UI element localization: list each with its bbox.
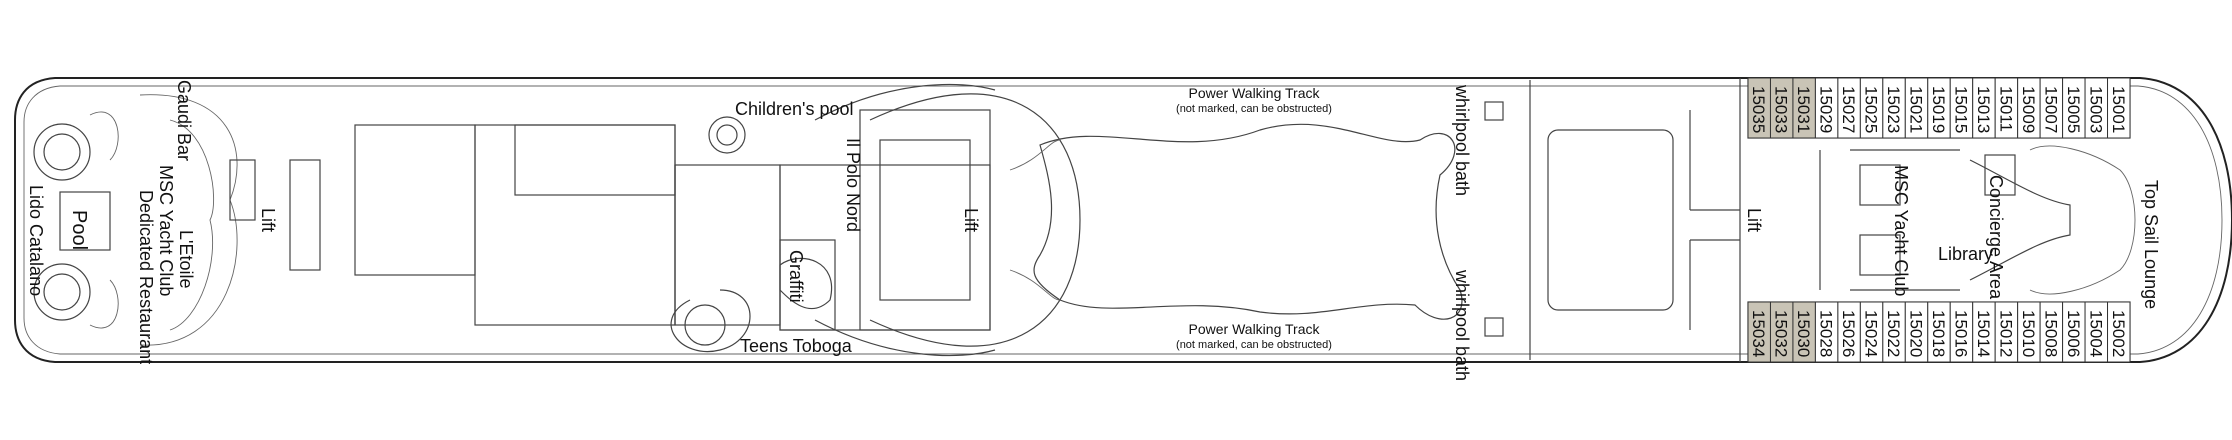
forward-deck — [1529, 78, 1741, 362]
msc-yacht-club-label: MSC Yacht Club — [156, 165, 176, 296]
cabin-number: 15027 — [1839, 86, 1858, 133]
cabin-number: 15030 — [1794, 310, 1813, 357]
cabin-cell — [2107, 77, 2131, 139]
power-walking-track — [1033, 123, 1463, 320]
cabin-number: 15007 — [2041, 86, 2060, 133]
cabin-number: 15016 — [1951, 310, 1970, 357]
pool-box — [59, 191, 111, 251]
cabin-number: 15026 — [1839, 310, 1858, 357]
cabin-number: 15031 — [1794, 86, 1813, 133]
cabin-number: 15013 — [1974, 86, 1993, 133]
cabin-number: 15010 — [2019, 310, 2038, 357]
library-label: Library — [1938, 244, 1993, 264]
cabin-number: 15001 — [2109, 86, 2128, 133]
cabin-number: 15032 — [1772, 310, 1791, 357]
cabin-number: 15008 — [2041, 310, 2060, 357]
power-walking-track-bottom-label: Power Walking Track — [1189, 321, 1321, 337]
power-walking-note-top: (not marked, can be obstructed) — [1176, 103, 1332, 115]
lift-mid-label: Lift — [961, 208, 981, 232]
graffiti-label: Graffiti — [786, 250, 806, 303]
whirlpool-top-label: whirlpool bath — [1452, 84, 1472, 196]
cabin-number: 15029 — [1817, 86, 1836, 133]
lift-aft-label: Lift — [258, 208, 278, 232]
whirlpool-bottom-label: whirlpool bath — [1452, 269, 1472, 381]
mid-pool-structure — [670, 83, 1081, 357]
cabin-number: 15020 — [1907, 310, 1926, 357]
top-sail-lounge-label: Top Sail Lounge — [2141, 180, 2161, 309]
cabin-number: 15006 — [2064, 310, 2083, 357]
lido-catalano-label: Lido Catalano — [26, 185, 46, 296]
cabin-number: 15021 — [1907, 86, 1926, 133]
hull-inner — [23, 85, 2223, 355]
power-walking-note-bottom: (not marked, can be obstructed) — [1176, 339, 1332, 351]
power-walking-track-top-label: Power Walking Track — [1189, 85, 1321, 101]
cabin-number: 15018 — [1929, 310, 1948, 357]
cabin-number: 15028 — [1817, 310, 1836, 357]
letoile-label: L'Etoile — [176, 230, 196, 288]
il-polo-nord-label: Il Polo Nord — [843, 138, 863, 232]
cabin-number: 15023 — [1884, 86, 1903, 133]
cabin-number: 15035 — [1749, 86, 1768, 133]
cabin-number: 15014 — [1974, 310, 1993, 357]
cabin-number: 15024 — [1862, 310, 1881, 357]
whirlpool-top — [1484, 101, 1504, 121]
msc-yacht-club-right-label: MSC Yacht Club — [1891, 165, 1911, 296]
pool-label: Pool — [68, 210, 90, 250]
cabin-number: 15005 — [2064, 86, 2083, 133]
cabin-number: 15009 — [2019, 86, 2038, 133]
cabin-number: 15034 — [1749, 310, 1768, 357]
dedicated-restaurant-label: Dedicated Restaurant — [136, 190, 156, 364]
cabin-number: 15002 — [2109, 310, 2128, 357]
lift-fwd-label: Lift — [1744, 208, 1764, 232]
cabin-number: 15011 — [1996, 86, 2015, 132]
cabin-number: 15012 — [1996, 310, 2015, 357]
cabin-number: 15025 — [1862, 86, 1881, 133]
cabin-number: 15004 — [2086, 310, 2105, 357]
cabin-number: 15019 — [1929, 86, 1948, 133]
cabin-number: 15022 — [1884, 310, 1903, 357]
hull-outline — [14, 77, 2232, 363]
childrens-pool-label: Children's pool — [735, 99, 854, 119]
whirlpool-bottom — [1484, 317, 1504, 337]
cabin-number: 15033 — [1772, 86, 1791, 133]
gaudi-bar-label: Gaudi Bar — [174, 80, 194, 161]
cabin-number: 15015 — [1951, 86, 1970, 133]
concierge-area-label: Concierge Area — [1986, 175, 2006, 300]
cabin-cell — [2107, 301, 2131, 363]
teens-toboga-label: Teens Toboga — [740, 336, 853, 356]
forward-lounge — [1819, 145, 2136, 295]
cabin-number: 15003 — [2086, 86, 2105, 133]
